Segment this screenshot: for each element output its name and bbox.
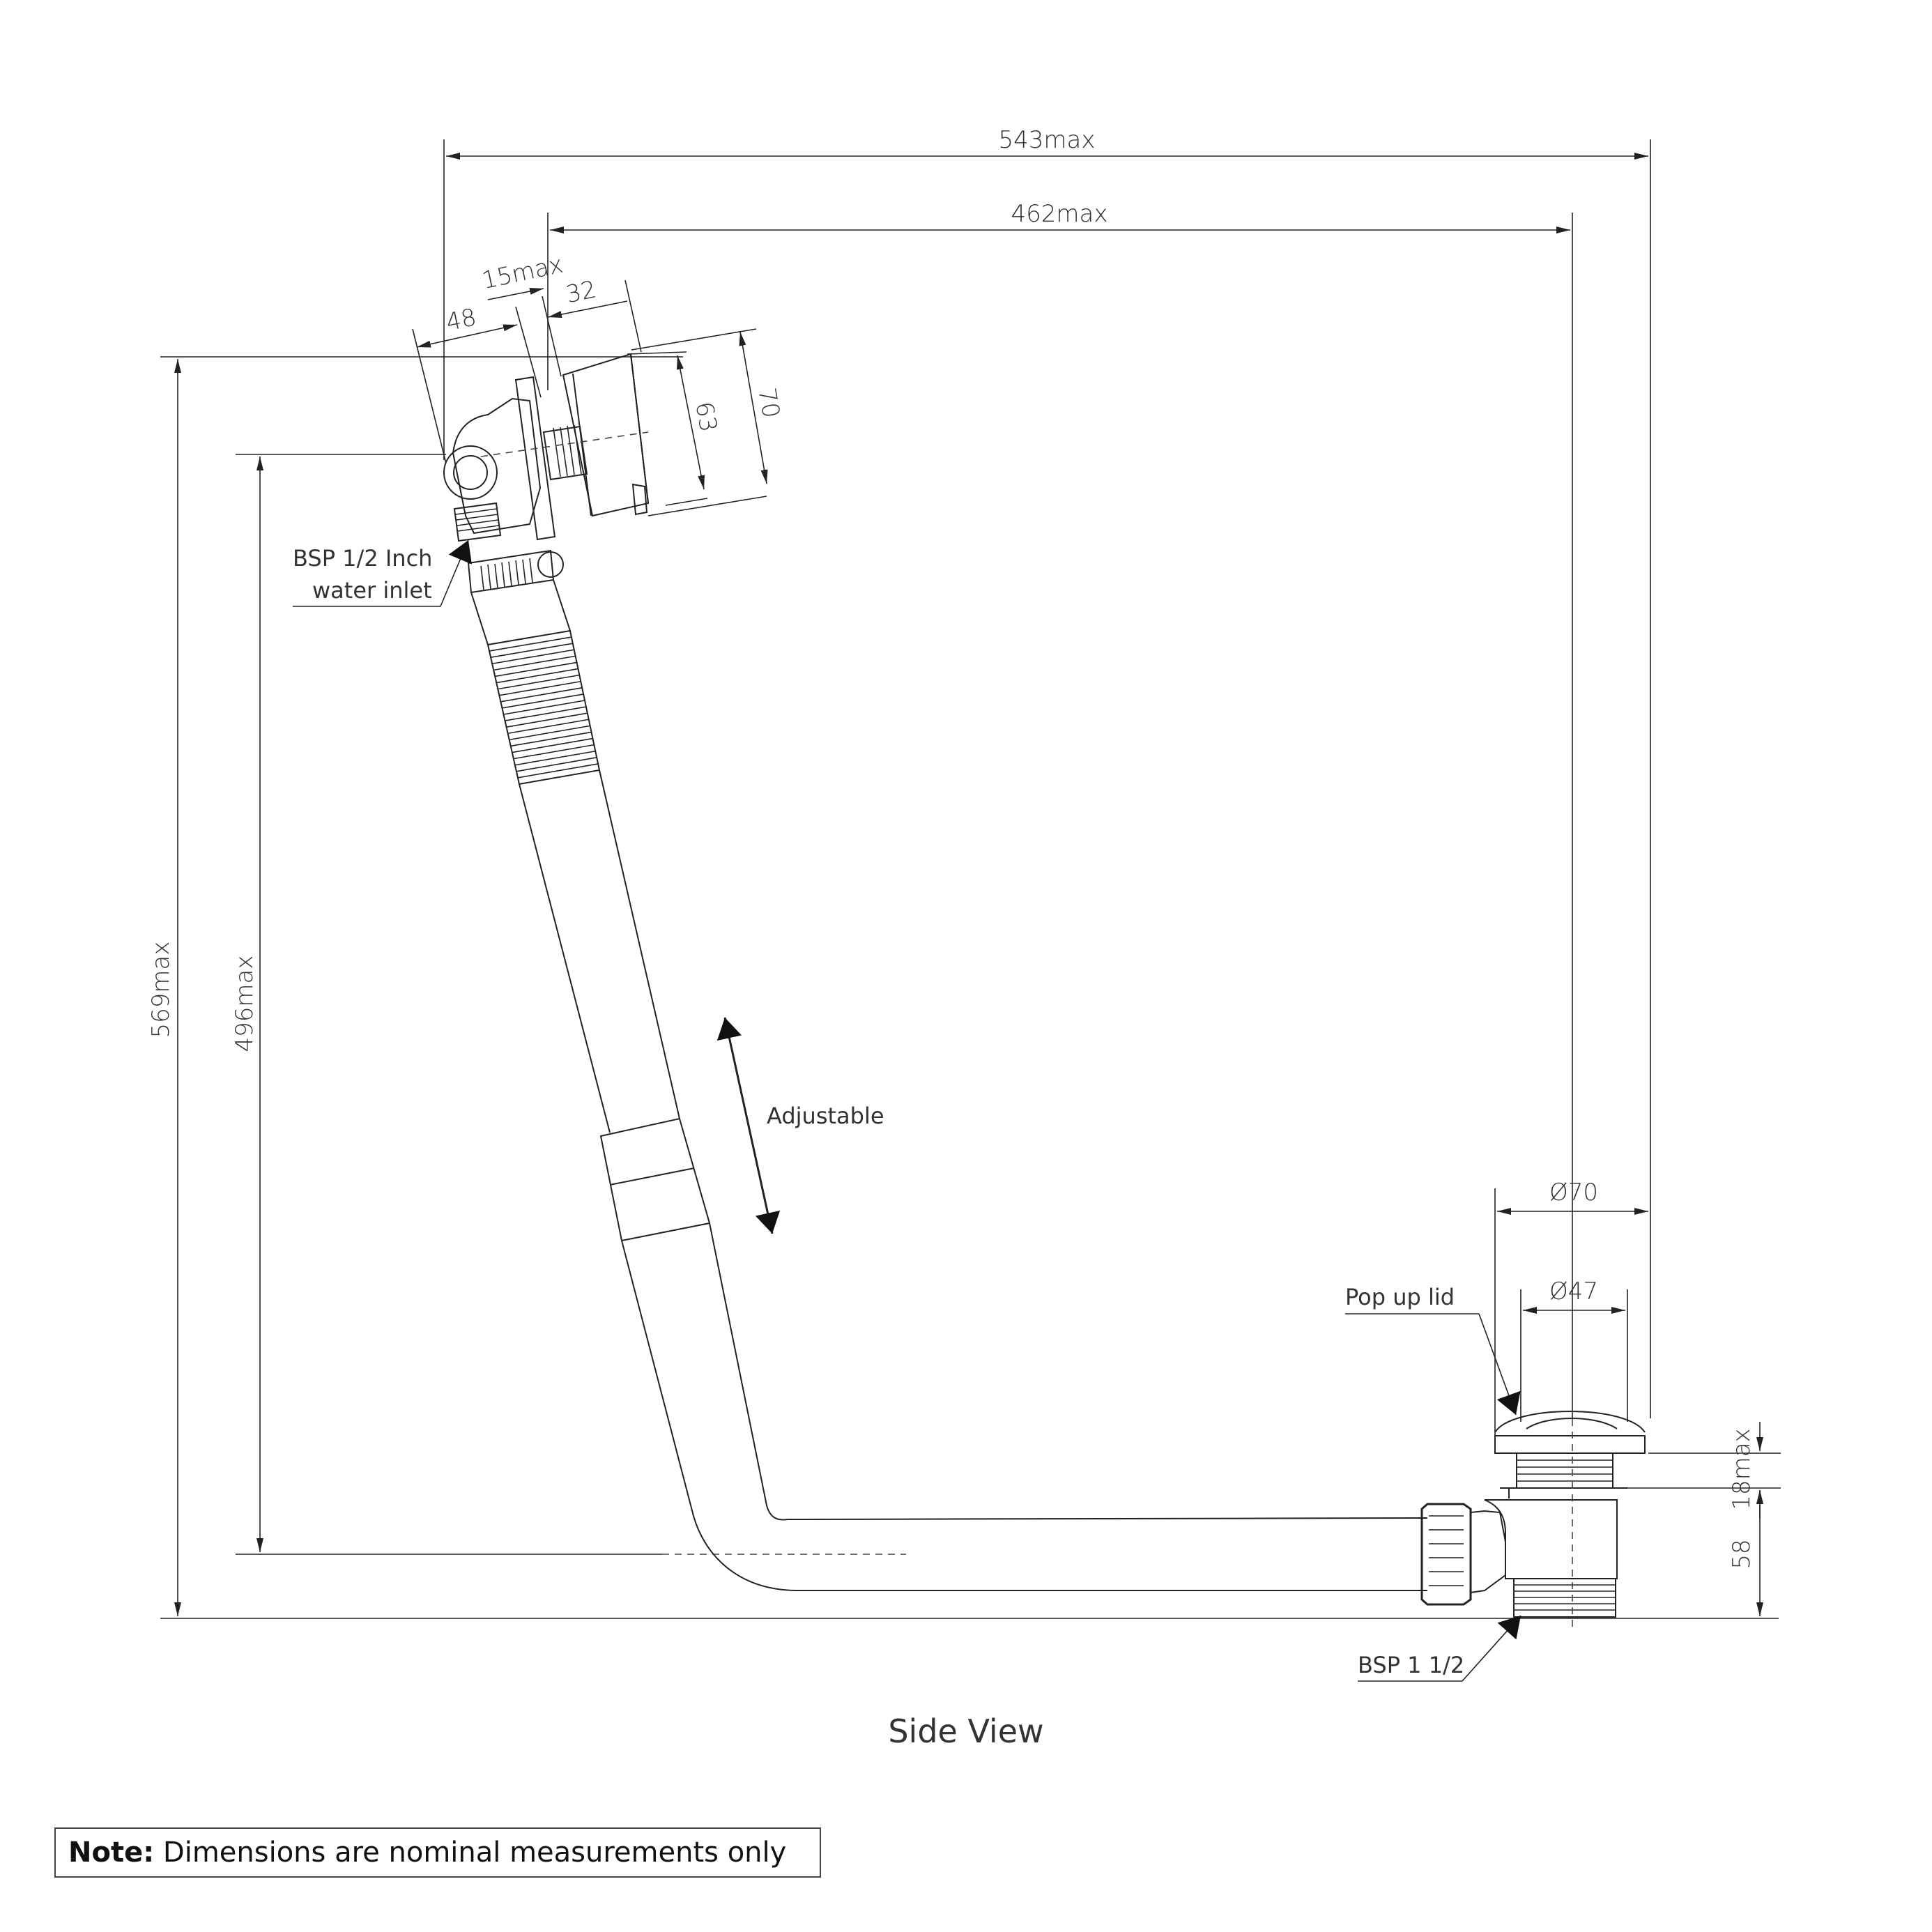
dim-text-48: 48 xyxy=(443,303,479,337)
hose-rib xyxy=(496,668,578,684)
hose-rib xyxy=(514,750,596,766)
main-pipe xyxy=(519,769,1428,1591)
dimension-overflow-side: 63 70 xyxy=(627,328,785,516)
note-box: Note: Dimensions are nominal measurement… xyxy=(54,1827,821,1878)
dim-text-70: 70 xyxy=(752,385,785,420)
dim-text-18max: 18max xyxy=(1728,1428,1756,1510)
hose-rib xyxy=(500,687,583,703)
dimension-overall-height: 569max xyxy=(147,356,1779,1619)
dimension-waste-dia-70: Ø70 xyxy=(1494,1179,1648,1436)
hose-rib xyxy=(517,763,599,779)
hose-rib xyxy=(498,674,580,690)
hose-rib xyxy=(513,744,595,760)
hose-rib xyxy=(492,649,574,665)
waste-outlet xyxy=(1420,1268,1646,1631)
adjustable-label: Adjustable xyxy=(767,1103,884,1129)
water-inlet-label-line2: water inlet xyxy=(312,577,432,604)
water-inlet-label-line1: BSP 1/2 Inch xyxy=(293,545,432,572)
label-water-inlet: BSP 1/2 Inch water inlet xyxy=(293,539,472,607)
dim-text-dia-47: Ø47 xyxy=(1549,1278,1598,1305)
hose-rib xyxy=(507,719,589,735)
dim-text-overall-height: 569max xyxy=(147,942,175,1038)
dimension-waste-heights: 18max 58 xyxy=(1627,1422,1781,1616)
hose-rib xyxy=(493,655,576,671)
dim-text-centres-height: 496max xyxy=(231,956,259,1052)
label-adjustable: Adjustable xyxy=(716,1017,884,1234)
dim-text-32: 32 xyxy=(563,275,599,309)
overflow-fitting xyxy=(443,353,650,645)
hose-rib xyxy=(495,661,577,677)
hose-rib xyxy=(516,757,597,772)
dim-text-15max: 15max xyxy=(480,250,565,295)
label-bsp-waste: BSP 1 1/2 xyxy=(1358,1615,1521,1682)
hose-rib xyxy=(490,643,573,658)
hose-rib xyxy=(499,680,581,696)
hose-rib xyxy=(505,706,587,721)
hose-rib xyxy=(509,725,590,741)
dim-text-centres-width: 462max xyxy=(1011,200,1108,228)
label-pop-up-lid: Pop up lid xyxy=(1345,1284,1521,1416)
dim-text-dia-70: Ø70 xyxy=(1549,1179,1598,1206)
flexible-hose xyxy=(486,629,601,785)
dim-text-58: 58 xyxy=(1728,1539,1756,1569)
dimension-centres-height: 496max xyxy=(231,454,906,1555)
bsp-waste-label: BSP 1 1/2 xyxy=(1358,1652,1464,1678)
hose-rib xyxy=(503,700,585,715)
dimension-centres-width: 462max xyxy=(547,200,1573,1418)
note-text: Dimensions are nominal measurements only xyxy=(154,1837,787,1869)
pop-up-lid-label: Pop up lid xyxy=(1345,1284,1455,1310)
dim-text-63: 63 xyxy=(689,399,722,434)
hose-rib xyxy=(489,636,572,652)
dim-text-overall-width: 543max xyxy=(999,126,1096,154)
hose-rib xyxy=(510,731,592,747)
hose-rib xyxy=(502,693,584,709)
note-prefix: Note: xyxy=(68,1837,155,1869)
dimension-overall-width: 543max xyxy=(443,126,1651,1418)
hose-rib xyxy=(506,712,588,728)
dimension-waste-dia-47: Ø47 xyxy=(1520,1278,1628,1422)
hose-rib xyxy=(512,737,593,753)
drawing-title: Side View xyxy=(888,1712,1043,1750)
